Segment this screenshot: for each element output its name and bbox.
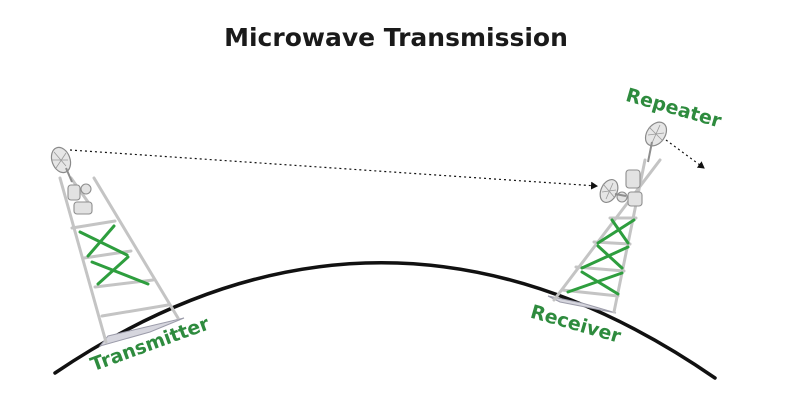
satellite-dish-icon	[599, 179, 627, 203]
diagram-title: Microwave Transmission	[224, 23, 568, 52]
receiver-brace	[596, 244, 624, 270]
transmitter-tower-icon	[50, 146, 185, 347]
repeater-label: Repeater	[623, 84, 724, 132]
transmitter-brace	[90, 260, 150, 286]
receiver-label: Receiver	[528, 301, 624, 348]
receiver-brace	[610, 218, 630, 245]
earth-curvature	[53, 261, 717, 380]
receiver-brace	[580, 245, 630, 270]
receiver-tower-icon	[547, 121, 668, 314]
receiver-brace	[596, 218, 636, 245]
transmitter-brace	[78, 230, 129, 257]
receiver-brace	[580, 270, 620, 296]
repeater-signal-path	[665, 139, 705, 169]
signal-path	[69, 149, 598, 190]
transmitter-brace	[86, 224, 116, 258]
satellite-dish-icon	[50, 146, 73, 183]
receiver-brace	[566, 271, 624, 294]
satellite-dish-icon	[644, 121, 668, 163]
transmitter-brace	[96, 255, 130, 286]
